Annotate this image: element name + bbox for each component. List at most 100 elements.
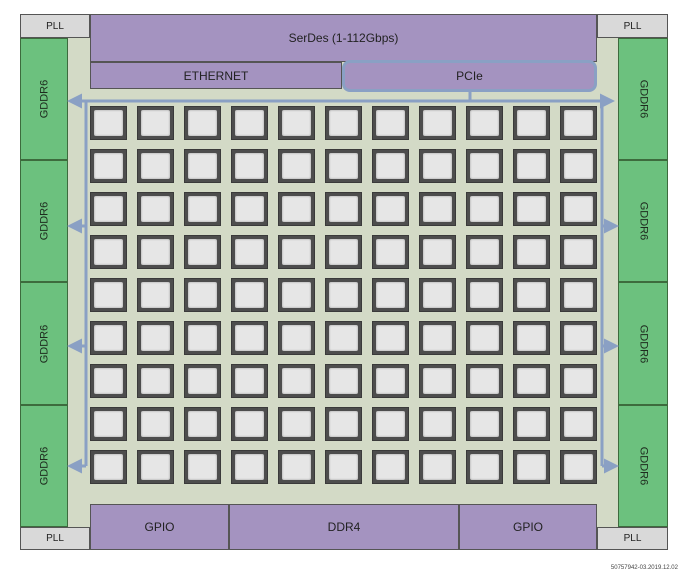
core-tile bbox=[513, 149, 550, 183]
core-tile-face bbox=[188, 196, 217, 222]
core-tile bbox=[325, 364, 362, 398]
core-tile-face bbox=[423, 411, 452, 437]
core-tile bbox=[372, 235, 409, 269]
core-tile-face bbox=[141, 282, 170, 308]
core-tile bbox=[513, 278, 550, 312]
core-tile-face bbox=[235, 153, 264, 179]
pll-bottom-right: PLL bbox=[597, 527, 668, 550]
core-tile bbox=[137, 321, 174, 355]
core-tile-face bbox=[329, 239, 358, 265]
core-tile bbox=[90, 407, 127, 441]
core-tile bbox=[184, 278, 221, 312]
core-tile-face bbox=[94, 325, 123, 351]
core-tile-face bbox=[470, 282, 499, 308]
core-tile-face bbox=[282, 153, 311, 179]
core-tile bbox=[90, 106, 127, 140]
core-tile bbox=[372, 106, 409, 140]
core-tile bbox=[90, 149, 127, 183]
core-tile-face bbox=[329, 153, 358, 179]
core-tile-face bbox=[564, 239, 593, 265]
core-tile bbox=[184, 235, 221, 269]
core-tile bbox=[372, 149, 409, 183]
core-tile-face bbox=[141, 153, 170, 179]
core-tile-face bbox=[470, 153, 499, 179]
core-tile bbox=[560, 149, 597, 183]
core-tile-face bbox=[376, 282, 405, 308]
core-tile-face bbox=[423, 239, 452, 265]
core-tile bbox=[231, 450, 268, 484]
core-tile bbox=[231, 235, 268, 269]
core-tile bbox=[231, 407, 268, 441]
core-tile-face bbox=[282, 325, 311, 351]
core-tile bbox=[137, 149, 174, 183]
core-tile bbox=[513, 364, 550, 398]
core-tile bbox=[231, 149, 268, 183]
pll-top-right: PLL bbox=[597, 14, 668, 38]
core-tile bbox=[90, 364, 127, 398]
core-tile bbox=[278, 364, 315, 398]
core-tile-face bbox=[141, 411, 170, 437]
core-tile-face bbox=[235, 454, 264, 480]
core-tile-face bbox=[282, 110, 311, 136]
core-tile-face bbox=[470, 368, 499, 394]
core-tile bbox=[513, 321, 550, 355]
core-tile-face bbox=[517, 153, 546, 179]
core-tile bbox=[137, 106, 174, 140]
core-tile bbox=[278, 192, 315, 226]
gddr6-right-1: GDDR6 bbox=[618, 38, 668, 160]
core-tile-face bbox=[470, 325, 499, 351]
ethernet-block: ETHERNET bbox=[90, 62, 342, 89]
gddr6-right-4: GDDR6 bbox=[618, 405, 668, 527]
core-tile-face bbox=[470, 454, 499, 480]
core-tile-face bbox=[94, 282, 123, 308]
core-tile-face bbox=[470, 411, 499, 437]
core-tile-face bbox=[188, 454, 217, 480]
core-tile-face bbox=[423, 368, 452, 394]
core-tile bbox=[278, 450, 315, 484]
core-tile bbox=[560, 278, 597, 312]
core-tile bbox=[513, 106, 550, 140]
gpio-right-block: GPIO bbox=[459, 504, 597, 550]
core-tile bbox=[137, 278, 174, 312]
core-tile-face bbox=[376, 411, 405, 437]
core-tile-face bbox=[282, 411, 311, 437]
core-tile bbox=[184, 450, 221, 484]
core-tile-face bbox=[329, 282, 358, 308]
core-tile bbox=[372, 192, 409, 226]
core-tile bbox=[513, 450, 550, 484]
figure-id-note: 50757942-03.2019.12.02 bbox=[610, 565, 678, 571]
core-tile bbox=[466, 407, 503, 441]
core-tile bbox=[325, 235, 362, 269]
core-tile bbox=[278, 321, 315, 355]
core-tile-face bbox=[564, 153, 593, 179]
core-tile bbox=[184, 192, 221, 226]
core-tile bbox=[466, 106, 503, 140]
core-tile-face bbox=[564, 411, 593, 437]
core-tile bbox=[560, 235, 597, 269]
core-tile-face bbox=[141, 325, 170, 351]
core-tile-face bbox=[235, 411, 264, 437]
core-tile bbox=[466, 149, 503, 183]
core-tile-face bbox=[282, 282, 311, 308]
core-tile bbox=[278, 235, 315, 269]
core-tile bbox=[372, 450, 409, 484]
core-tile-face bbox=[564, 110, 593, 136]
core-tile bbox=[184, 407, 221, 441]
core-tile bbox=[560, 407, 597, 441]
core-tile-face bbox=[94, 454, 123, 480]
core-tile-face bbox=[282, 196, 311, 222]
core-tile bbox=[90, 450, 127, 484]
core-tile-face bbox=[94, 153, 123, 179]
core-tile-face bbox=[376, 368, 405, 394]
core-tile bbox=[90, 321, 127, 355]
core-tile-face bbox=[423, 110, 452, 136]
core-tile-face bbox=[564, 368, 593, 394]
core-tile-face bbox=[564, 325, 593, 351]
core-tile bbox=[231, 192, 268, 226]
core-tile bbox=[466, 364, 503, 398]
core-tile-face bbox=[188, 110, 217, 136]
core-tile-face bbox=[188, 368, 217, 394]
core-tile-face bbox=[376, 110, 405, 136]
core-tile-face bbox=[141, 196, 170, 222]
core-tile-face bbox=[282, 239, 311, 265]
